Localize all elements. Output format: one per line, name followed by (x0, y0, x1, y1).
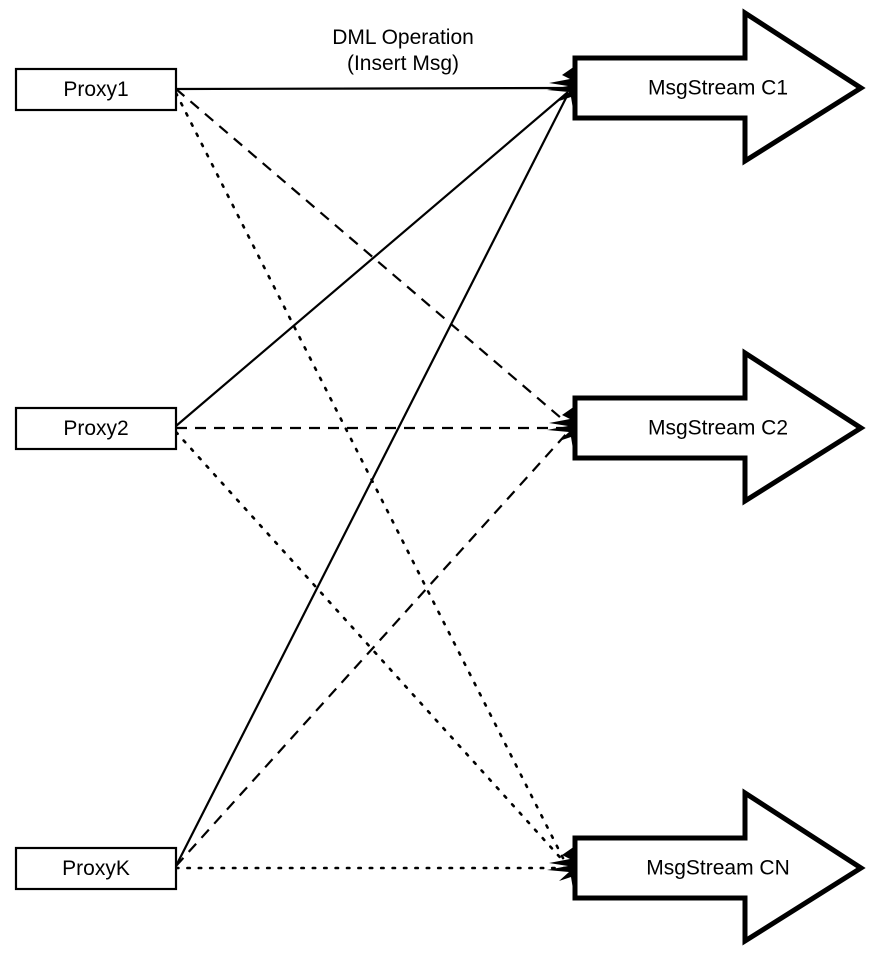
stream-node-c2[interactable]: MsgStream C2 (572, 348, 866, 506)
proxy-label-2: Proxy2 (63, 417, 128, 440)
link-proxyk-to-stream-c1[interactable] (175, 93, 569, 867)
proxy-box-k (14, 846, 178, 891)
proxy-label-1: Proxy1 (63, 78, 128, 101)
stream-node-cn[interactable]: MsgStream CN (572, 788, 866, 946)
link-proxy1-to-stream-cn[interactable] (174, 91, 568, 866)
block-arrow-icon-c2 (572, 348, 866, 506)
proxy-label-k: ProxyK (62, 857, 130, 880)
link-proxyk-to-stream-c2[interactable] (175, 431, 569, 867)
arrowhead-icon-stream-cn (547, 846, 577, 889)
proxy-node-1[interactable]: Proxy1 (14, 67, 178, 112)
stream-label-c2: MsgStream C2 (648, 417, 788, 440)
edge-annotation-dml: DML Operation (Insert Msg) (332, 26, 474, 75)
stream-label-c1: MsgStream C1 (648, 77, 788, 100)
arrowhead-layer (547, 66, 577, 889)
arrowhead-icon-stream-c2 (547, 406, 577, 449)
proxy-node-k[interactable]: ProxyK (14, 846, 178, 891)
proxy-box-2 (14, 406, 178, 451)
link-proxy1-to-stream-c1[interactable] (175, 86, 569, 91)
block-arrow-icon-cn (572, 788, 866, 946)
proxy-node-2[interactable]: Proxy2 (14, 406, 178, 451)
block-arrow-icon-c1 (572, 8, 866, 166)
annotation-line-2: (Insert Msg) (347, 52, 459, 75)
link-layer (174, 86, 569, 870)
stream-node-c1[interactable]: MsgStream C1 (572, 8, 866, 166)
arrowhead-icon-stream-c1 (547, 66, 577, 109)
link-proxy2-to-stream-c1[interactable] (175, 91, 569, 427)
link-proxy1-to-stream-c2[interactable] (175, 88, 569, 425)
link-proxy2-to-stream-cn[interactable] (174, 430, 568, 866)
stream-label-cn: MsgStream CN (646, 857, 790, 880)
stream-layer: MsgStream C1 MsgStream C2 MsgStream CN (572, 8, 866, 946)
annotation-line-1: DML Operation (332, 26, 474, 49)
proxy-box-1 (14, 67, 178, 112)
proxy-layer: Proxy1 Proxy2 ProxyK (14, 67, 178, 891)
